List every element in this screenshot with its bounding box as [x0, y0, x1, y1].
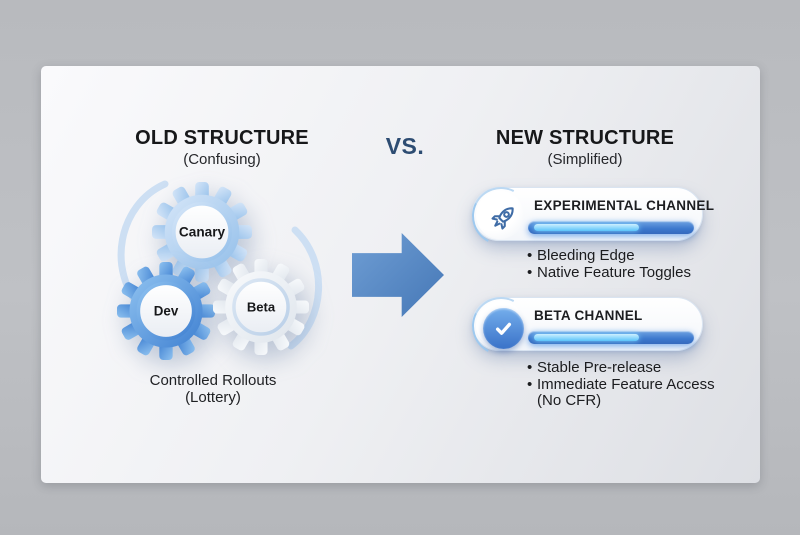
- old-structure-caption: Controlled Rollouts (Lottery): [118, 372, 308, 406]
- new-structure-subtitle: (Simplified): [547, 151, 623, 168]
- bullet-text: (No CFR): [537, 392, 602, 409]
- beta-progress-track: [528, 331, 694, 344]
- bullet-marker: •: [527, 247, 533, 264]
- caption-line-1: Controlled Rollouts: [149, 372, 277, 389]
- bullet-item: • Native Feature Toggles: [527, 263, 737, 282]
- bullet-text: Stable Pre-release: [537, 359, 662, 376]
- check-icon: [483, 308, 524, 349]
- experimental-bullet-list: • Bleeding Edge • Native Feature Toggles: [527, 247, 737, 282]
- experimental-channel-card: EXPERIMENTAL CHANNEL: [472, 187, 714, 241]
- beta-channel-title: BETA CHANNEL: [534, 308, 643, 323]
- gear-dev-icon: Dev: [117, 262, 215, 360]
- beta-bullet-list: • Stable Pre-release • Immediate Feature…: [527, 359, 737, 410]
- old-structure-subtitle: (Confusing): [183, 151, 261, 168]
- gear-dev-label: Dev: [154, 303, 179, 318]
- bullet-text: Native Feature Toggles: [537, 263, 691, 281]
- old-structure-title: OLD STRUCTURE: [135, 127, 309, 149]
- experimental-icon-zone: [476, 191, 524, 239]
- bullet-item: • Immediate Feature Access: [527, 375, 737, 394]
- bullet-item: (No CFR): [527, 392, 737, 410]
- gear-beta-icon: Beta: [213, 259, 309, 355]
- bullet-text: Immediate Feature Access: [537, 375, 715, 393]
- bullet-text: Bleeding Edge: [537, 247, 635, 264]
- rocket-icon: [487, 201, 520, 234]
- old-structure-header: OLD STRUCTURE (Confusing): [102, 127, 342, 168]
- gear-canary-icon: Canary: [152, 182, 252, 282]
- bullet-marker: [527, 393, 537, 410]
- bullet-marker: •: [527, 263, 533, 281]
- gear-canary-label: Canary: [179, 225, 226, 240]
- bullet-marker: •: [527, 375, 533, 393]
- bullet-item: • Bleeding Edge: [527, 247, 737, 265]
- bullet-marker: •: [527, 359, 533, 376]
- beta-channel-card: BETA CHANNEL: [472, 297, 703, 351]
- beta-progress-fill: [534, 334, 639, 341]
- new-structure-header: NEW STRUCTURE (Simplified): [465, 127, 705, 168]
- experimental-progress-track: [528, 221, 694, 234]
- beta-icon-zone: [476, 301, 524, 349]
- caption-line-2: (Lottery): [185, 389, 241, 406]
- experimental-channel-title: EXPERIMENTAL CHANNEL: [534, 198, 715, 213]
- gear-beta-label: Beta: [247, 299, 276, 314]
- gear-cluster: Canary Dev Beta: [95, 170, 335, 380]
- experimental-progress-fill: [534, 224, 639, 231]
- vs-label: VS.: [385, 133, 425, 159]
- bullet-item: • Stable Pre-release: [527, 359, 737, 377]
- new-structure-title: NEW STRUCTURE: [495, 127, 675, 149]
